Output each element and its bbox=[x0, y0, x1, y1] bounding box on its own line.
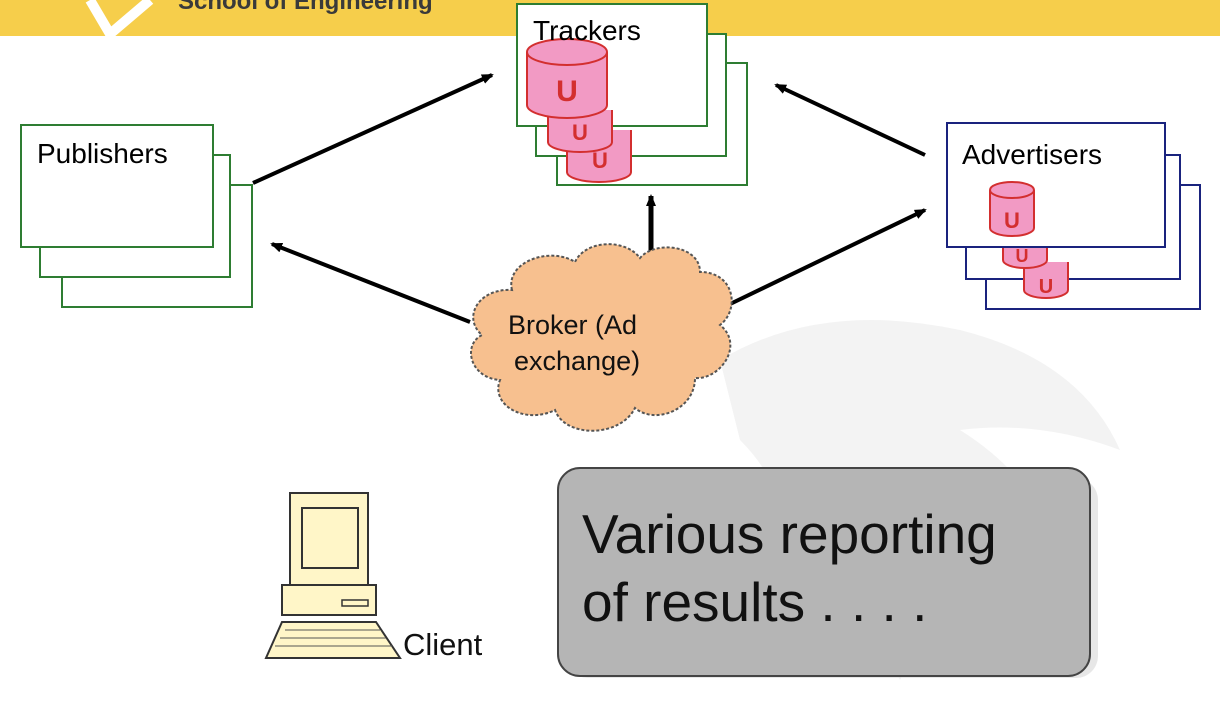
trackers-label: Trackers bbox=[533, 15, 641, 46]
publishers-label: Publishers bbox=[37, 138, 168, 169]
svg-text:U: U bbox=[1016, 246, 1029, 266]
arrow-publishers-to-trackers bbox=[252, 73, 494, 185]
broker-label-line1: Broker (Ad bbox=[508, 310, 637, 340]
svg-text:U: U bbox=[572, 120, 588, 145]
trackers-db-letter: U bbox=[556, 75, 578, 108]
broker-label-line2: exchange) bbox=[514, 346, 640, 376]
advertisers-label: Advertisers bbox=[962, 139, 1102, 170]
trackers-node: U U U Trackers bbox=[516, 3, 748, 186]
client-computer-icon bbox=[264, 492, 402, 659]
database-icon: U bbox=[526, 38, 608, 119]
database-icon: U bbox=[989, 181, 1035, 237]
callout-text: Various reporting of results . . . . bbox=[582, 500, 1082, 636]
client-label: Client bbox=[403, 627, 483, 662]
arrow-advertisers-to-trackers bbox=[774, 83, 926, 157]
header-school-text: School of Engineering bbox=[178, 0, 433, 15]
callout-line-1: Various reporting bbox=[582, 503, 997, 565]
svg-text:U: U bbox=[1039, 276, 1053, 298]
advertisers-db-letter: U bbox=[1004, 208, 1020, 233]
svg-text:U: U bbox=[592, 148, 608, 173]
advertisers-node: U U U Advertisers bbox=[946, 122, 1201, 310]
publishers-node: Publishers bbox=[20, 124, 253, 308]
callout-box bbox=[557, 467, 1098, 678]
arrow-broker-to-advertisers bbox=[725, 208, 927, 308]
logo-fragment bbox=[0, 0, 154, 42]
broker-cloud: Broker (Ad exchange) bbox=[470, 243, 733, 432]
database-icon: U bbox=[1002, 246, 1048, 269]
callout-line-2: of results . . . . bbox=[582, 571, 928, 633]
arrow-broker-to-publishers bbox=[270, 242, 471, 324]
database-icon: U bbox=[547, 110, 613, 153]
database-icon: U bbox=[1023, 262, 1069, 299]
